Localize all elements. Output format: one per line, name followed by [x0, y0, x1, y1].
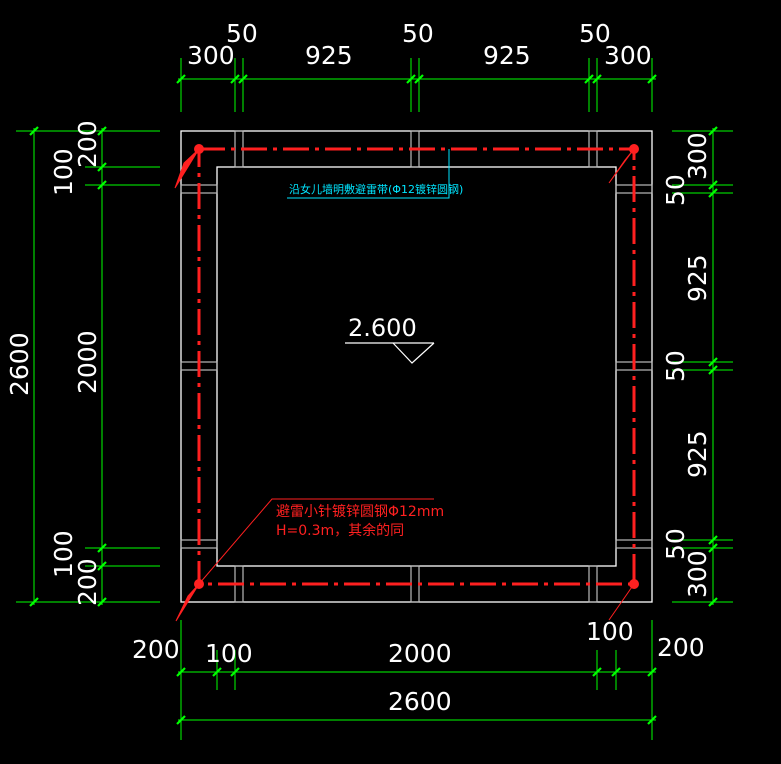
lightning-belt	[197, 147, 636, 586]
bottom-dim-4: 100	[586, 617, 634, 646]
right-dim-2: 50	[661, 174, 690, 206]
bottom-dimension-labels: 200 100 2000 100 200 2600	[132, 617, 705, 716]
right-dim-6: 50	[661, 528, 690, 560]
roof-elevation: 2.600	[348, 314, 417, 342]
right-dim-1: 300	[683, 132, 712, 180]
bottom-dim-3: 2000	[388, 639, 452, 668]
bottom-total-dim: 2600	[388, 687, 452, 716]
air-terminal-arrow-nw	[174, 148, 200, 189]
dimension-ticks	[29, 74, 718, 725]
left-top-dim-a: 200	[73, 120, 102, 168]
annotation-leaders	[198, 149, 450, 585]
dimension-lines	[16, 58, 733, 740]
top-dim-4: 50	[402, 19, 434, 48]
top-dim-5: 925	[483, 41, 531, 70]
air-terminal-arrow-sw	[175, 583, 200, 622]
air-terminal-note-line1: 避雷小针镀锌圆钢Φ12mm	[276, 503, 444, 520]
air-terminal-arrow-se	[608, 583, 635, 621]
right-dimension-labels: 300 50 925 50 925 50 300	[661, 132, 712, 598]
top-dimension-labels: 300 50 925 50 925 50 300	[187, 19, 652, 70]
parapet-lightning-belt-note: 沿女儿墙明敷避雷带(Φ12镀锌圆钢)	[289, 182, 463, 196]
right-dim-7: 300	[683, 550, 712, 598]
parapet-outline	[180, 130, 653, 603]
air-terminal-note-line2: H=0.3m，其余的同	[276, 522, 404, 539]
bottom-dim-1: 200	[132, 635, 180, 664]
left-inner-dim: 2000	[73, 330, 102, 394]
left-top-dim-b: 100	[49, 148, 78, 196]
top-dim-3: 925	[305, 41, 353, 70]
air-terminals	[174, 144, 639, 622]
left-total-dim: 2600	[5, 332, 34, 396]
right-dim-4: 50	[661, 350, 690, 382]
left-bot-dim-a: 100	[49, 530, 78, 578]
bottom-dim-5: 200	[657, 633, 705, 662]
top-dim-1: 300	[187, 41, 235, 70]
elevation-marker	[345, 342, 435, 364]
left-dimension-labels: 2600 2000 200 100 100 200	[5, 120, 102, 606]
left-bot-dim-b: 200	[73, 558, 102, 606]
right-dim-3: 925	[683, 254, 712, 302]
air-terminal-arrow-ne	[608, 148, 635, 184]
right-dim-5: 925	[683, 430, 712, 478]
wall-joints	[180, 130, 653, 603]
top-dim-6: 50	[579, 19, 611, 48]
top-dim-7: 300	[604, 41, 652, 70]
top-dim-2: 50	[226, 19, 258, 48]
bottom-dim-2: 100	[205, 639, 253, 668]
